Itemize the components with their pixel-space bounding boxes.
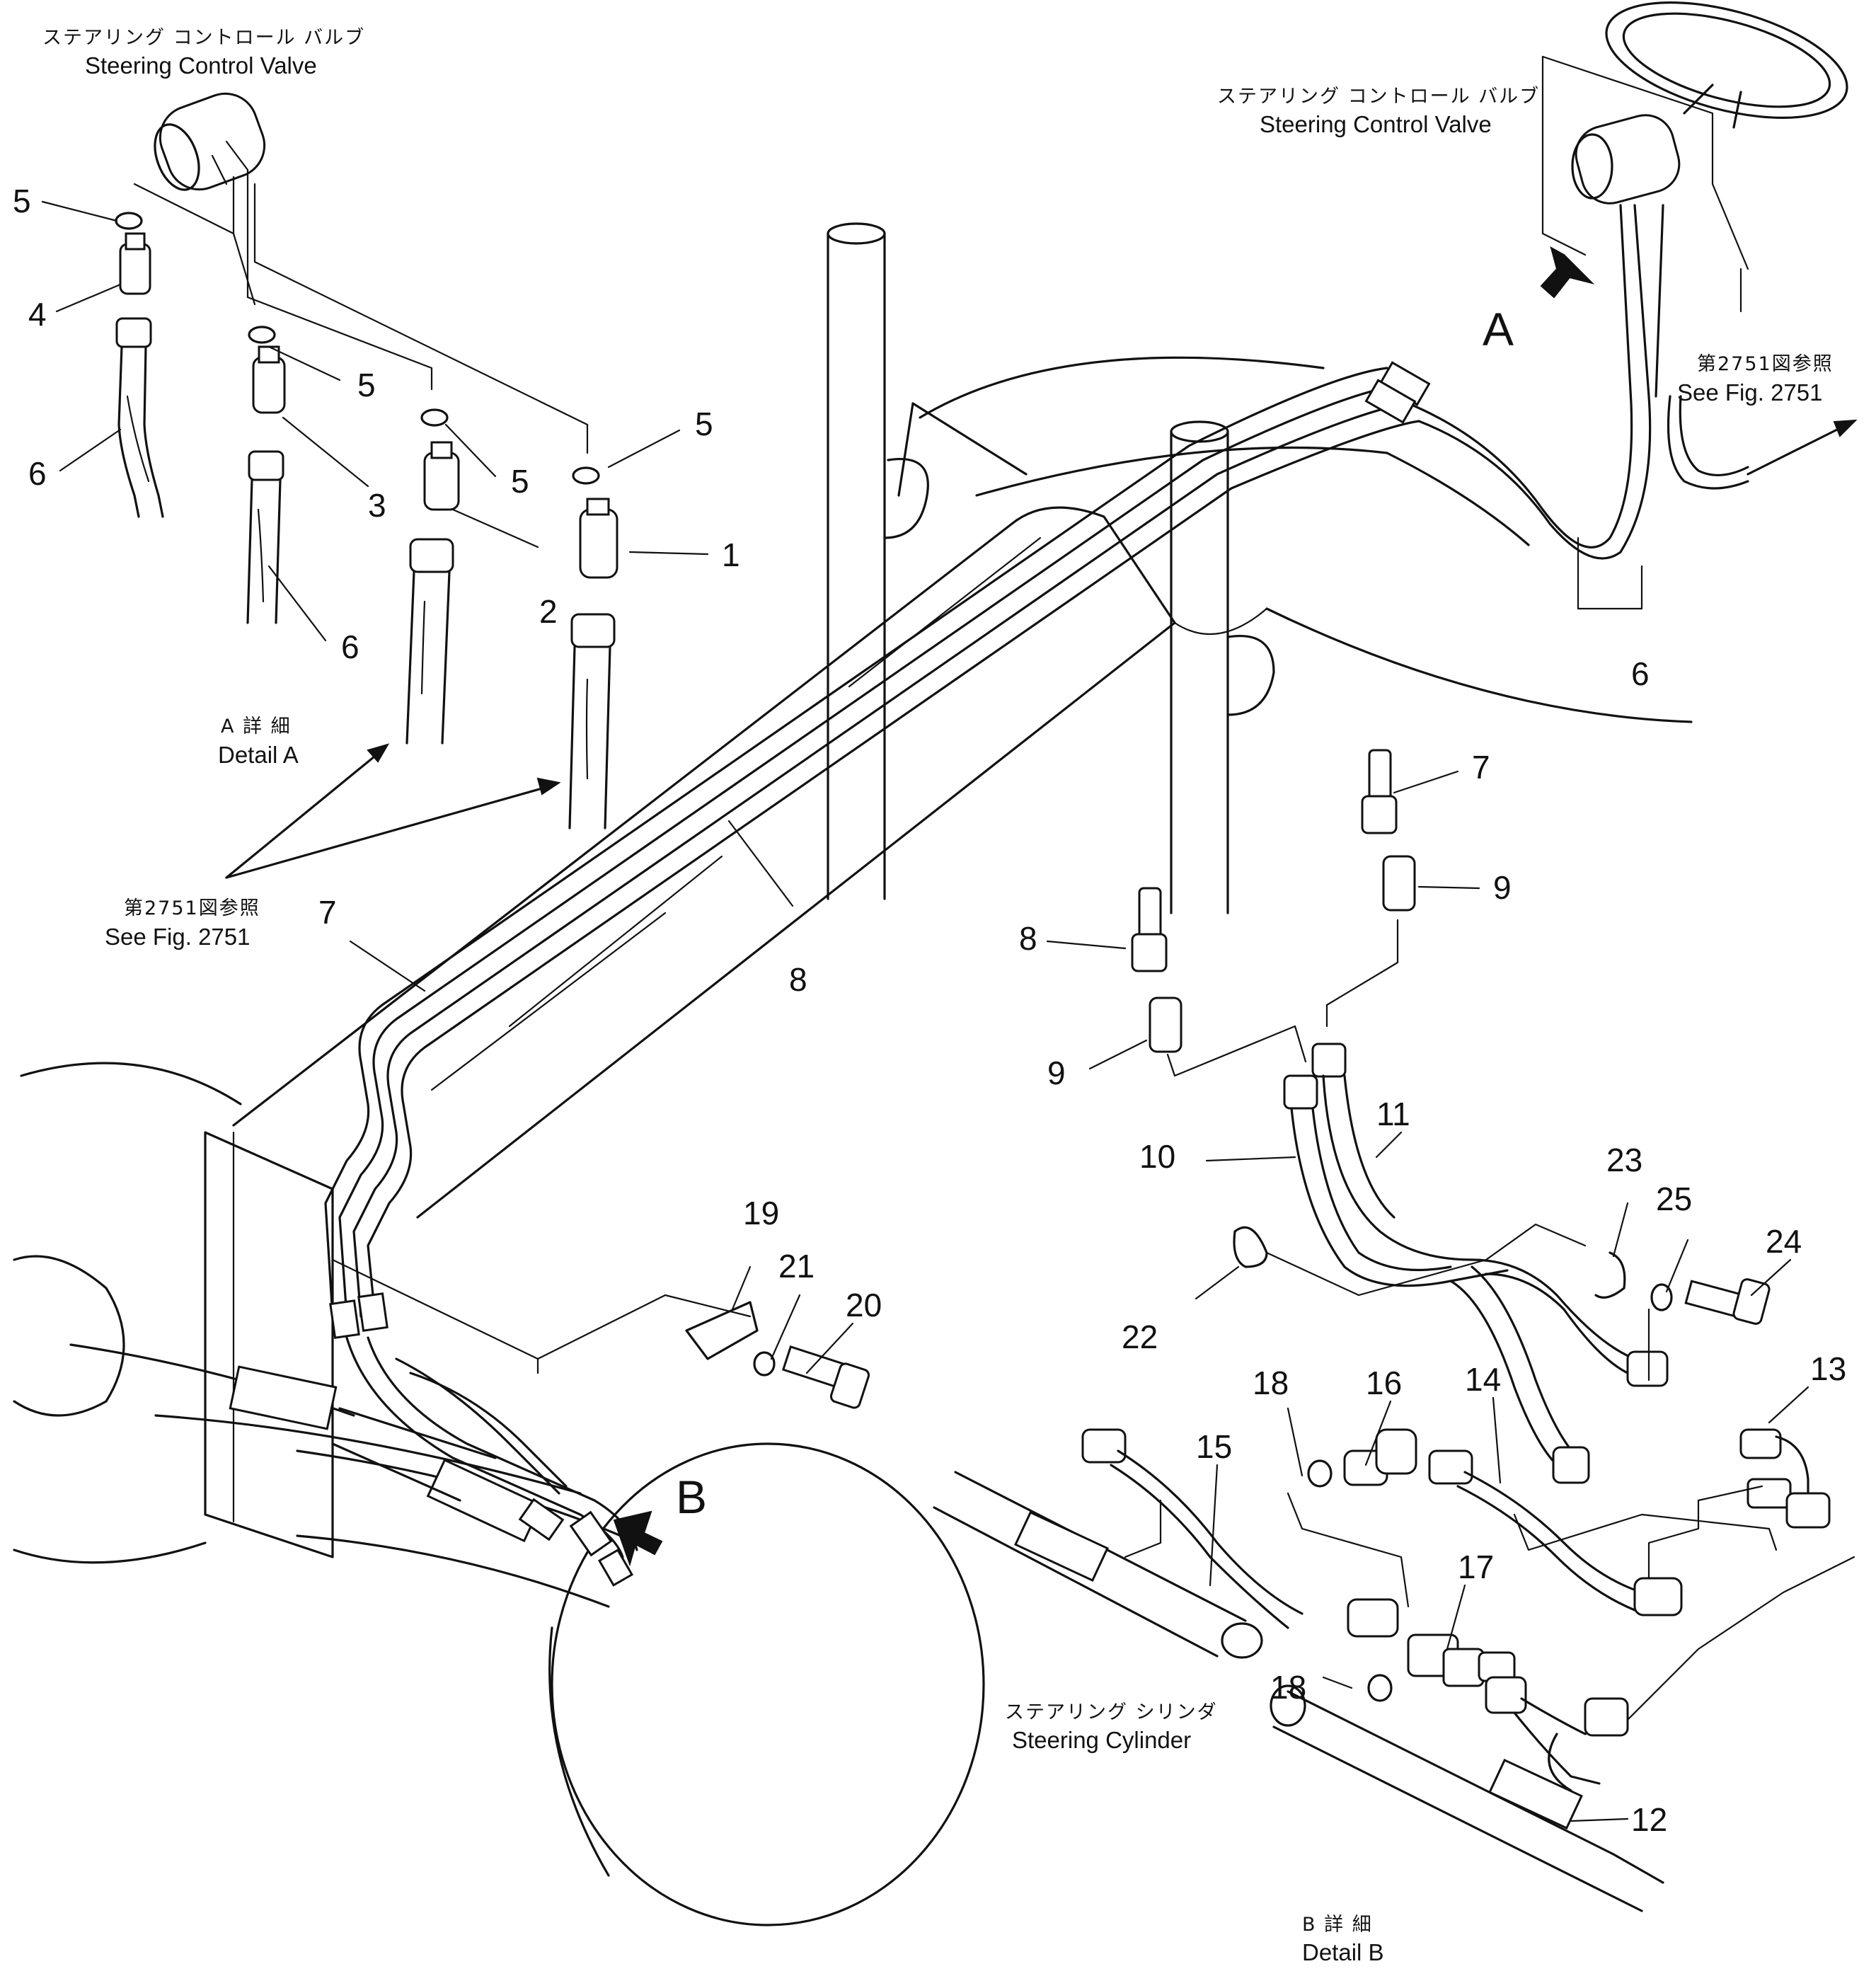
callout-17: 17 [1458,1549,1494,1585]
callout-11: 11 [1376,1096,1410,1132]
callout-8-b: 8 [1019,920,1037,957]
detail-b-assembly [685,749,1855,1912]
detail-b-jp: B 詳 細 [1302,1914,1373,1936]
see-fig-right-en: See Fig. 2751 [1677,379,1822,406]
callout-16: 16 [1366,1365,1402,1401]
callout-8-a: 8 [789,961,807,998]
view-a-arrow [1540,246,1595,299]
callout-6-a: 6 [28,455,47,492]
callout-14: 14 [1465,1361,1501,1398]
control-valve-right-jp: ステアリング コントロール バルブ [1217,86,1540,108]
callout-22: 22 [1122,1319,1158,1355]
leader-lines [41,200,1809,1822]
callout-20: 20 [846,1287,882,1323]
callout-25: 25 [1656,1181,1692,1217]
detail-a-assembly [115,92,618,829]
callout-23: 23 [1606,1142,1642,1178]
callout-6-b: 6 [341,628,359,665]
steering-cylinder-en: Steering Cylinder [1012,1727,1191,1753]
callout-9-a: 9 [1493,869,1512,906]
see-fig-left-jp: 第2751図参照 [124,897,260,919]
callout-13: 13 [1810,1350,1846,1387]
detail-a-jp: A 詳 細 [221,716,292,737]
callout-4: 4 [28,296,47,333]
view-b-arrow [613,1510,663,1567]
callout-9-b: 9 [1047,1055,1066,1091]
callout-19: 19 [743,1195,779,1231]
callout-numbers: 5 4 6 5 3 6 5 2 5 1 7 8 6 7 8 9 9 10 11 … [13,183,1846,1838]
callout-7-a: 7 [318,894,337,931]
see-fig-right-jp: 第2751図参照 [1697,353,1834,375]
callout-10: 10 [1139,1138,1175,1175]
callout-5-d: 5 [695,406,713,442]
control-valve-right-en: Steering Control Valve [1260,111,1492,137]
see-fig-left-en: See Fig. 2751 [105,924,250,950]
detail-a-en: Detail A [218,742,299,768]
control-valve-left-jp: ステアリング コントロール バルブ [42,27,365,49]
see-fig-right-arrow [1746,419,1858,476]
callout-1: 1 [722,536,740,573]
callout-15: 15 [1196,1428,1232,1465]
control-valve-left-en: Steering Control Valve [85,52,317,79]
steering-wheel-and-valve-right [1541,1,1848,610]
callout-24: 24 [1766,1223,1802,1260]
callout-2: 2 [539,593,558,630]
view-b-label: B [676,1471,707,1523]
callout-7-b: 7 [1472,749,1490,786]
text-labels: ステアリング コントロール バルブ Steering Control Valve… [42,27,1834,1965]
see-fig-left-arrows [225,743,561,879]
callout-18-b: 18 [1270,1669,1306,1706]
callout-5-a: 5 [13,183,31,219]
callout-5-b: 5 [357,367,376,403]
callout-21: 21 [778,1248,815,1285]
view-a-label: A [1483,303,1514,355]
hydraulic-tubes [324,204,1749,1587]
callout-5-c: 5 [511,463,529,500]
callout-12: 12 [1631,1801,1667,1838]
steering-cylinder-jp: ステアリング シリンダ [1005,1701,1218,1723]
detail-b-en: Detail B [1302,1939,1384,1965]
callout-3: 3 [368,487,386,524]
callout-18-a: 18 [1253,1365,1289,1401]
callout-6-c: 6 [1631,655,1650,692]
